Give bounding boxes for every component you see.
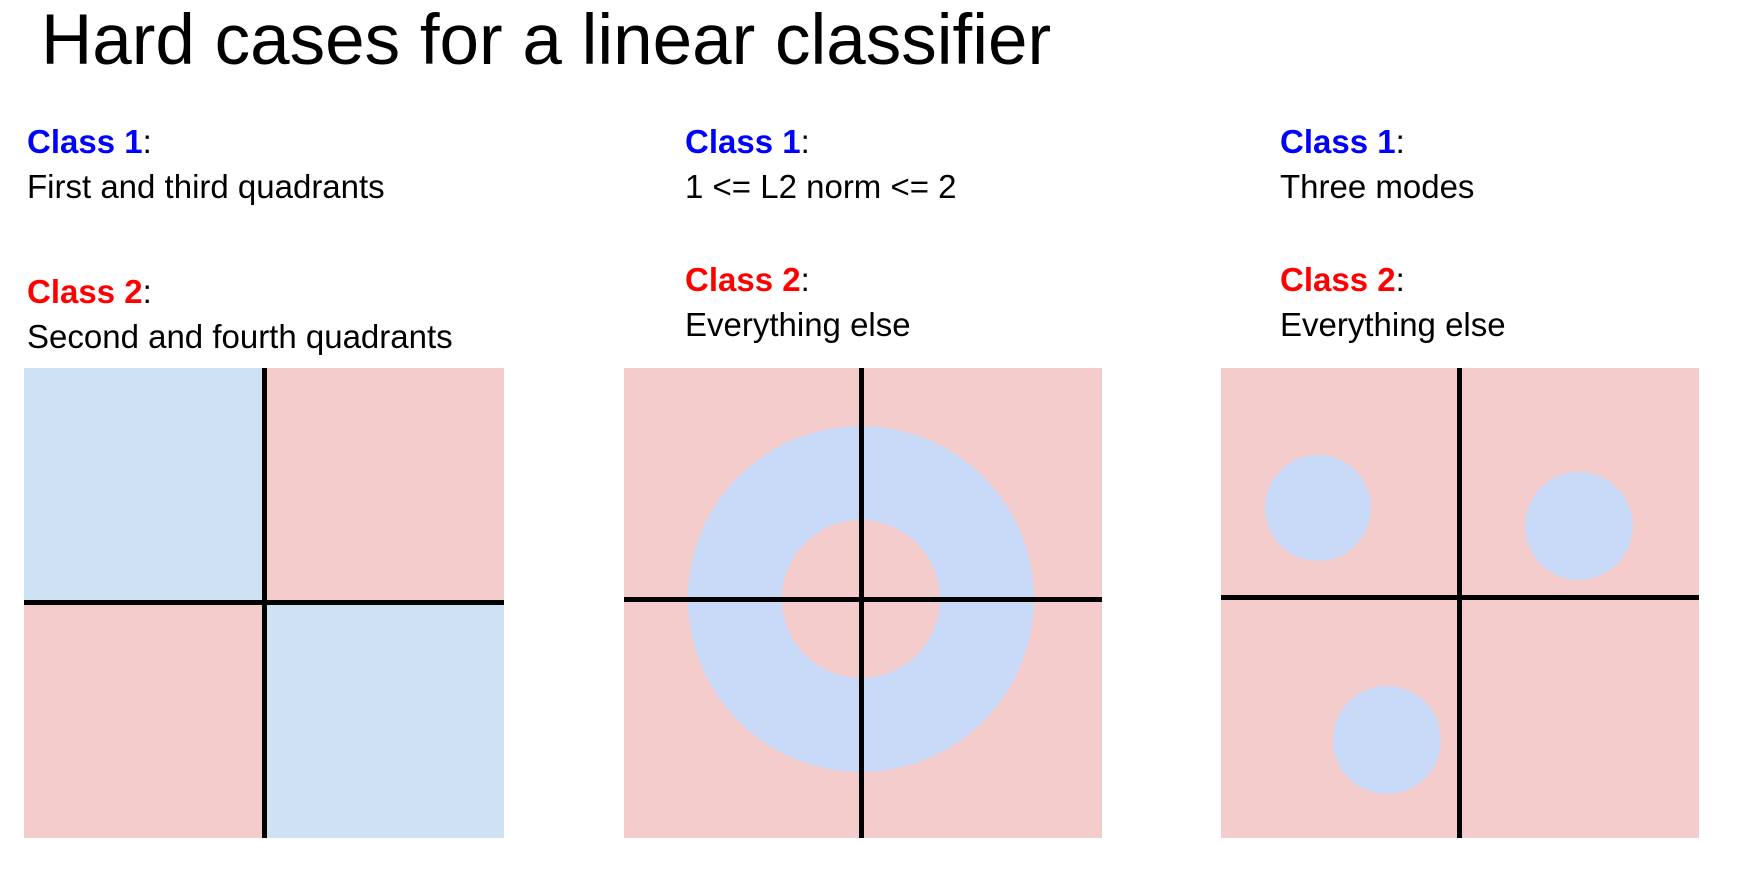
quadrant-top-right: [264, 368, 504, 602]
class2-heading: Class 2:: [1280, 257, 1506, 302]
colon: :: [1395, 123, 1405, 160]
class1-label: Class 1: [1280, 123, 1396, 160]
panel3-class1-text: Class 1: Three modes: [1280, 119, 1474, 209]
panel1-class1-text: Class 1: First and third quadrants: [27, 119, 385, 209]
class2-desc: Everything else: [685, 306, 911, 343]
quadrant-top-left: [24, 368, 264, 602]
axis-vertical: [859, 368, 864, 838]
mode-circle: [1333, 686, 1441, 794]
panel1-class2-text: Class 2: Second and fourth quadrants: [27, 269, 453, 359]
class2-desc: Everything else: [1280, 306, 1506, 343]
colon: :: [800, 123, 810, 160]
quadrant-bottom-right: [264, 602, 504, 838]
class1-desc: Three modes: [1280, 168, 1475, 205]
axis-vertical: [1457, 368, 1462, 838]
panel2-class2-text: Class 2: Everything else: [685, 257, 911, 347]
axis-horizontal: [624, 597, 1102, 602]
mode-circle: [1525, 472, 1633, 580]
class1-heading: Class 1:: [27, 119, 385, 164]
slide-title: Hard cases for a linear classifier: [41, 1, 1052, 80]
class2-label: Class 2: [1280, 261, 1396, 298]
class1-desc: First and third quadrants: [27, 168, 385, 205]
axis-horizontal: [1221, 595, 1699, 600]
class1-label: Class 1: [27, 123, 143, 160]
colon: :: [142, 123, 152, 160]
diagram-quadrants: [24, 368, 504, 838]
colon: :: [800, 261, 810, 298]
axis-horizontal: [24, 600, 504, 605]
class2-heading: Class 2:: [27, 269, 453, 314]
colon: :: [142, 273, 152, 310]
class2-desc: Second and fourth quadrants: [27, 318, 453, 355]
class1-heading: Class 1:: [1280, 119, 1474, 164]
panel3-class2-text: Class 2: Everything else: [1280, 257, 1506, 347]
class2-heading: Class 2:: [685, 257, 911, 302]
class1-label: Class 1: [685, 123, 801, 160]
class1-desc: 1 <= L2 norm <= 2: [685, 168, 957, 205]
class1-heading: Class 1:: [685, 119, 957, 164]
panel2-class1-text: Class 1: 1 <= L2 norm <= 2: [685, 119, 957, 209]
class2-label: Class 2: [27, 273, 143, 310]
class2-label: Class 2: [685, 261, 801, 298]
mode-circle: [1265, 455, 1371, 561]
colon: :: [1395, 261, 1405, 298]
quadrant-bottom-left: [24, 602, 264, 838]
diagram-annulus: [624, 368, 1102, 838]
diagram-three-modes: [1221, 368, 1699, 838]
